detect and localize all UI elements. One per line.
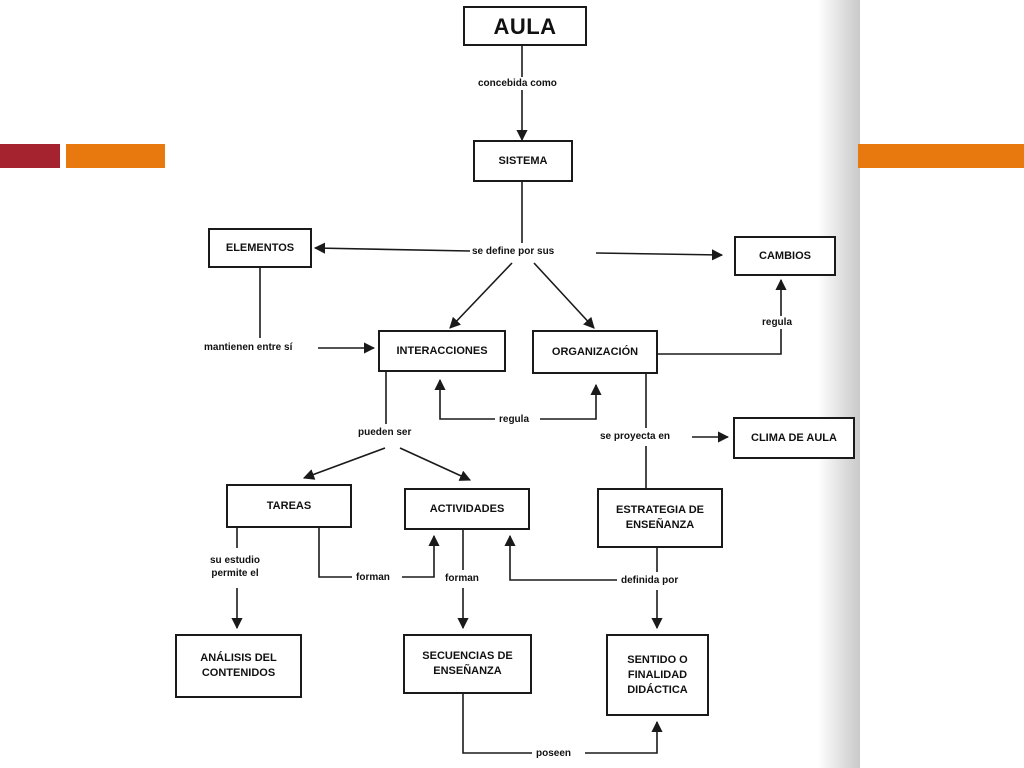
label-se-define-por-sus: se define por sus [470, 245, 557, 258]
edge-pueden-actividades [399, 447, 472, 481]
node-sistema: SISTEMA [473, 140, 573, 182]
edge-tareas-forman [318, 528, 352, 578]
node-interacciones: INTERACCIONES [378, 330, 506, 372]
edge-forman-actividades [402, 534, 440, 578]
label-su-estudio-permite-el: su estudio permite el [208, 554, 263, 580]
edge-define-elementos [313, 242, 471, 254]
node-organizacion: ORGANIZACIÓN [532, 330, 658, 374]
label-definida-por: definida por [619, 574, 681, 587]
node-secuencias-de-ensenanza: SECUENCIAS DE ENSEÑANZA [403, 634, 532, 694]
decor-bar-orange-right [858, 144, 1024, 168]
label-regula-cambios: regula [760, 316, 795, 329]
edge-organizacion-cambios [658, 278, 787, 355]
edge-define-interacciones [449, 262, 513, 329]
label-regula-interacciones: regula [497, 413, 532, 426]
edge-regula-interacciones [434, 378, 495, 420]
node-aula: AULA [463, 6, 587, 46]
edge-define-cambios [595, 249, 724, 261]
label-forman-tareas: forman [354, 571, 392, 584]
edge-define-organizacion [533, 262, 595, 329]
node-tareas: TAREAS [226, 484, 352, 528]
node-elementos: ELEMENTOS [208, 228, 312, 268]
node-clima-de-aula: CLIMA DE AULA [733, 417, 855, 459]
edge-regula-organizacion [540, 383, 602, 420]
decor-bar-orange-left [66, 144, 165, 168]
edge-secuencias-poseen [462, 694, 532, 754]
label-se-proyecta-en: se proyecta en [598, 430, 673, 443]
edge-poseen-sentido [585, 720, 663, 754]
label-pueden-ser: pueden ser [356, 426, 414, 439]
decor-bar-red [0, 144, 60, 168]
node-analisis-del-contenidos: ANÁLISIS DEL CONTENIDOS [175, 634, 302, 698]
label-poseen: poseen [534, 747, 574, 760]
label-mantienen-entre-si: mantienen entre sí [202, 341, 295, 354]
node-sentido-o-finalidad-didactica: SENTIDO O FINALIDAD DIDÁCTICA [606, 634, 709, 716]
node-cambios: CAMBIOS [734, 236, 836, 276]
edge-pueden-tareas [302, 447, 386, 480]
label-concebida-como: concebida como [476, 77, 559, 90]
label-forman-actividades: forman [443, 572, 481, 585]
node-estrategia-de-ensenanza: ESTRATEGIA DE ENSEÑANZA [597, 488, 723, 548]
edge-definida-actividades [504, 534, 617, 581]
scanned-page-edge [818, 0, 860, 768]
node-actividades: ACTIVIDADES [404, 488, 530, 530]
